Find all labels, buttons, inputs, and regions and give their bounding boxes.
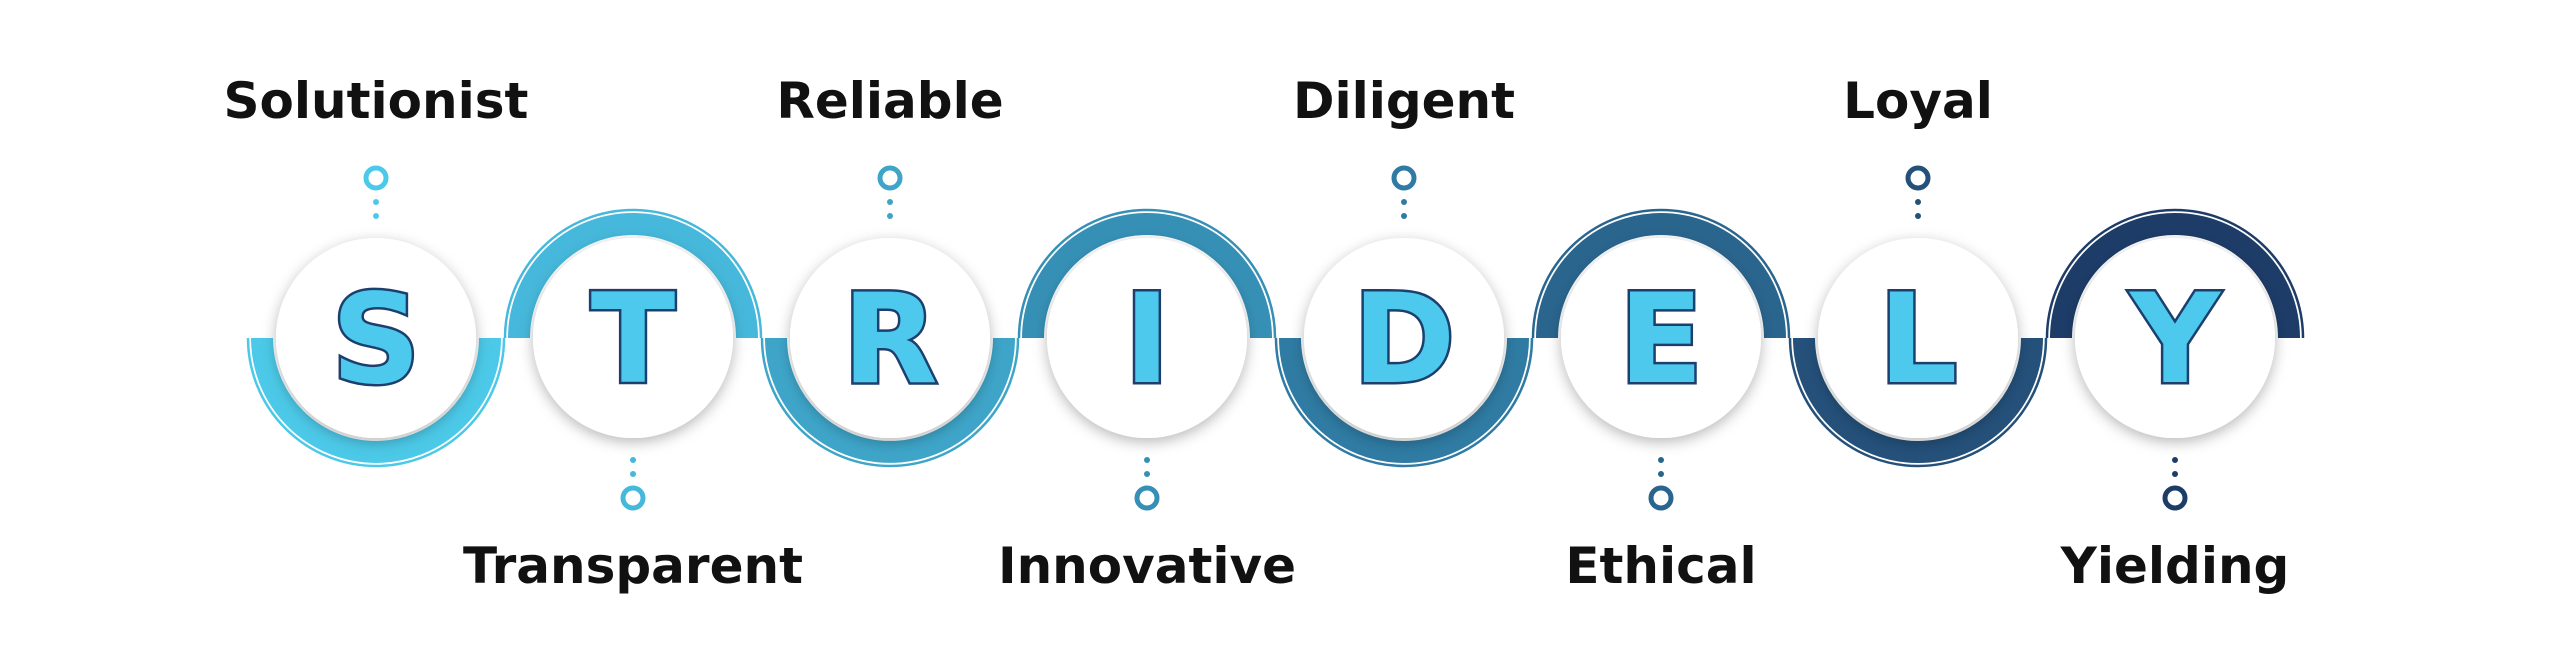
step-4-band-arc [1022, 213, 1272, 339]
step-5-connector-dot-1 [1401, 199, 1407, 205]
step-8-word: Yielding [2060, 537, 2290, 595]
step-1-circle [276, 238, 476, 438]
step-1-letter: S [331, 268, 420, 412]
step-8-letter: Y [2128, 268, 2221, 412]
step-3-connector-ring [877, 165, 903, 191]
step-2-band-arc [508, 213, 758, 339]
step-3-connector-dot-2 [887, 213, 893, 219]
step-7-outline-arc [1788, 337, 2048, 468]
step-2-connector-dot-2 [630, 457, 636, 463]
step-6-outline-arc [1531, 208, 1791, 339]
step-6-letter: E [1619, 268, 1704, 412]
step-1-word: Solutionist [224, 72, 529, 130]
step-5-outline-arc [1274, 337, 1534, 468]
step-1-band-arc [251, 337, 501, 463]
step-3-letter: R [842, 268, 937, 412]
step-4-circle [1047, 238, 1247, 438]
circle-layer [276, 238, 2275, 438]
step-7-band-arc [1793, 337, 2043, 463]
step-4-connector-dot-2 [1144, 457, 1150, 463]
step-6-word: Ethical [1565, 537, 1756, 595]
step-3-circle [790, 238, 990, 438]
step-2-circle [533, 238, 733, 438]
step-6-connector-dot-2 [1658, 457, 1664, 463]
step-1-outline-arc [246, 337, 506, 468]
ring-layer [246, 208, 2305, 468]
step-5-circle [1304, 238, 1504, 438]
step-3-outline-arc [760, 337, 1020, 468]
step-2-letter: T [591, 268, 676, 412]
step-6-circle [1561, 238, 1761, 438]
step-8-outline-arc [2045, 208, 2305, 339]
step-6-band-arc [1536, 213, 1786, 339]
connector-layer [363, 165, 2188, 511]
step-2-connector-dot-1 [630, 471, 636, 477]
step-1-connector-dot-1 [373, 199, 379, 205]
step-1-connector-ring [363, 165, 389, 191]
step-6-connector-ring [1648, 485, 1674, 511]
step-2-word: Transparent [463, 537, 803, 595]
step-3-word: Reliable [776, 72, 1003, 130]
step-4-word: Innovative [998, 537, 1296, 595]
step-5-connector-ring [1391, 165, 1417, 191]
step-6-connector-dot-1 [1658, 471, 1664, 477]
step-3-band-arc [765, 337, 1015, 463]
step-7-connector-dot-1 [1915, 199, 1921, 205]
step-8-connector-dot-2 [2172, 457, 2178, 463]
step-8-band-arc [2050, 213, 2300, 339]
step-7-connector-dot-2 [1915, 213, 1921, 219]
step-8-connector-dot-1 [2172, 471, 2178, 477]
step-5-word: Diligent [1293, 72, 1515, 130]
step-7-circle [1818, 238, 2018, 438]
step-4-letter: I [1124, 268, 1170, 412]
step-2-connector-ring [620, 485, 646, 511]
step-8-connector-ring [2162, 485, 2188, 511]
step-4-connector-dot-1 [1144, 471, 1150, 477]
step-7-connector-ring [1905, 165, 1931, 191]
step-5-connector-dot-2 [1401, 213, 1407, 219]
step-3-connector-dot-1 [887, 199, 893, 205]
step-2-outline-arc [503, 208, 763, 339]
step-4-outline-arc [1017, 208, 1277, 339]
step-5-band-arc [1279, 337, 1529, 463]
step-1-connector-dot-2 [373, 213, 379, 219]
step-4-connector-ring [1134, 485, 1160, 511]
step-8-circle [2075, 238, 2275, 438]
step-5-letter: D [1353, 268, 1456, 412]
step-7-letter: L [1878, 268, 1957, 412]
step-7-word: Loyal [1843, 72, 1993, 130]
